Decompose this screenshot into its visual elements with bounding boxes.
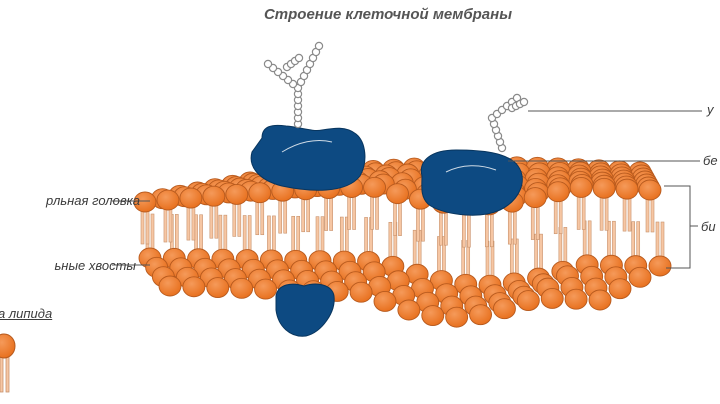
lipid-tail — [218, 214, 228, 252]
pointer-lines — [112, 110, 702, 269]
diagram-title: Строение клеточной мембраны — [263, 6, 513, 23]
lipid-tail — [163, 207, 173, 243]
label-hydrophobic-tails: ьные хвосты — [54, 258, 136, 273]
lipid-head — [648, 255, 672, 277]
lipid-head — [628, 266, 652, 288]
label-hydrophilic-head: рльная головка — [46, 193, 140, 208]
lipid-tail — [622, 196, 632, 232]
lipid-head — [540, 287, 564, 309]
lipid-molecule-icon — [0, 333, 16, 393]
lipid-head — [363, 176, 386, 198]
carbohydrate-chain — [487, 93, 529, 153]
lipid-head — [230, 277, 254, 299]
lipid-tail — [655, 221, 665, 259]
lipid-head — [469, 304, 493, 326]
lipid-head — [397, 299, 421, 321]
lipid-head — [254, 278, 278, 300]
lipid-head — [386, 183, 409, 205]
lipid-tail — [485, 212, 494, 248]
lipid-tail — [315, 216, 325, 253]
lipid-tail — [631, 221, 641, 258]
label-protein: бе — [703, 153, 718, 168]
lipid-tail — [607, 220, 616, 258]
lipid-head — [588, 289, 612, 311]
lipid-tail — [140, 209, 150, 245]
lipid-head — [615, 178, 639, 200]
lipid-head — [523, 187, 547, 209]
lipid-tail — [393, 201, 402, 236]
lower-leaflet — [138, 213, 672, 328]
proteins — [250, 124, 523, 337]
lipid-tail — [186, 205, 196, 241]
lipid-tail — [194, 214, 203, 252]
lipid-head — [569, 177, 593, 198]
lipid-head — [202, 185, 226, 207]
lipid-head — [608, 278, 632, 300]
lipid-tail — [232, 202, 242, 237]
lipid-head — [133, 191, 157, 213]
lipid-tail — [291, 215, 301, 253]
lipid-head — [516, 290, 540, 311]
label-carbohydrate: у — [707, 102, 714, 117]
lipid-head — [592, 177, 616, 199]
lipid-tail — [278, 198, 288, 234]
lipid-head — [492, 298, 516, 320]
lipid-tail — [242, 215, 252, 252]
lipid-head — [156, 189, 180, 211]
protein-left — [250, 124, 366, 191]
lipid-tail — [209, 203, 219, 239]
lipid-head — [349, 281, 373, 303]
lipid-head — [445, 306, 469, 328]
lipid-head — [182, 276, 206, 298]
upper-leaflet — [133, 156, 662, 248]
lipid-tail — [645, 197, 655, 233]
lipid-tail — [347, 195, 356, 230]
label-lipid-molecule: а липида — [0, 306, 53, 321]
lipid-tail — [324, 196, 333, 231]
lipid-head — [158, 275, 182, 297]
lipid-head — [225, 183, 249, 205]
label-bilayer: би — [701, 219, 716, 234]
lipid-head — [546, 181, 570, 203]
carbohydrate-chain — [263, 41, 324, 129]
lipid-tail — [576, 195, 586, 230]
lipid-tail — [553, 199, 563, 235]
lipid-tail — [370, 195, 379, 230]
lipid-tail — [339, 216, 349, 254]
lipid-head — [373, 290, 397, 312]
lipid-tail — [267, 215, 276, 253]
lipid-tail — [599, 195, 609, 231]
lipid-head — [206, 277, 230, 299]
protein-bottom — [275, 283, 335, 337]
lipid-head — [248, 182, 272, 204]
lipid-head — [179, 187, 203, 209]
lipid-tail — [301, 197, 310, 233]
lipid-head — [564, 288, 588, 310]
lipid-head — [421, 305, 445, 326]
lipid-tail — [462, 212, 471, 248]
protein-right — [420, 149, 523, 216]
carbohydrate-chains — [263, 41, 529, 153]
lipid-tail — [255, 200, 265, 236]
lipid-head — [638, 179, 662, 201]
